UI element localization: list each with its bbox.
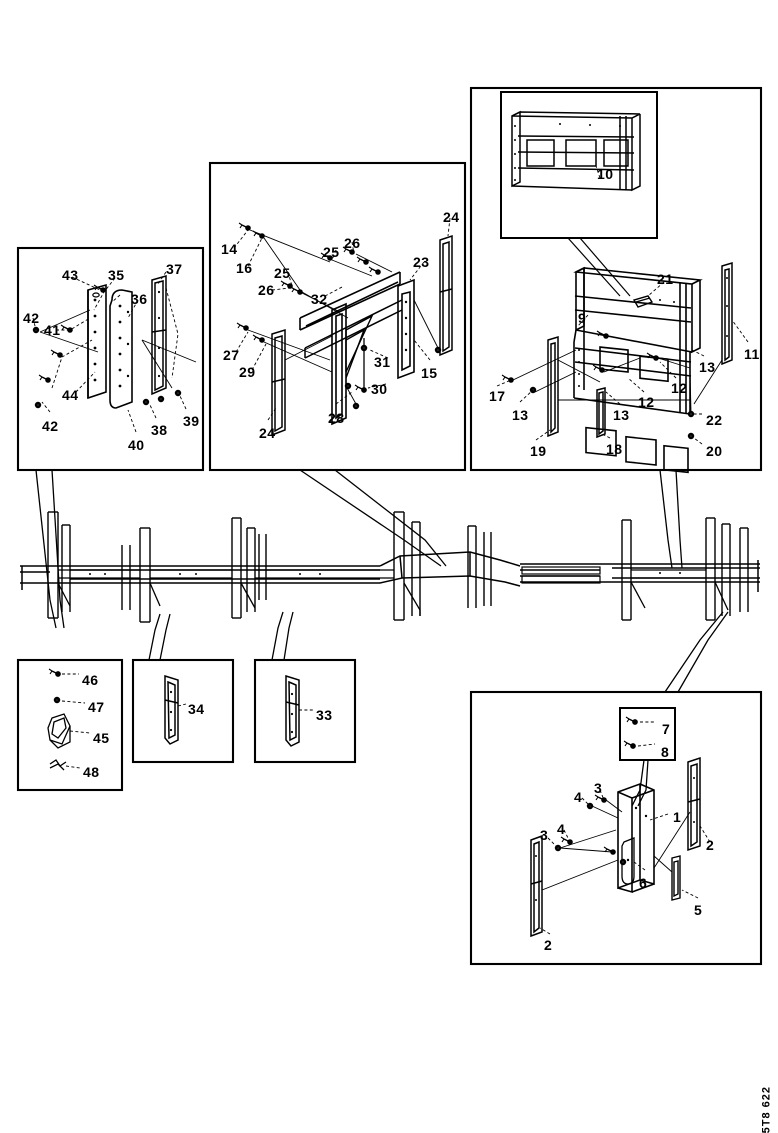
- callout-number-30: 30: [371, 381, 388, 397]
- callout-number-12: 12: [671, 380, 688, 396]
- callout-number-18: 18: [606, 441, 623, 457]
- diagram-artwork: [16, 86, 763, 966]
- callout-number-10: 10: [597, 166, 614, 182]
- callout-number-4: 4: [574, 789, 583, 805]
- callout-number-35: 35: [108, 267, 125, 283]
- callout-number-36: 36: [131, 291, 148, 307]
- callout-number-44: 44: [62, 387, 79, 403]
- callout-number-45: 45: [93, 730, 110, 746]
- callout-number-20: 20: [706, 443, 723, 459]
- callout-number-5: 5: [694, 902, 703, 918]
- callout-number-11: 11: [744, 346, 760, 362]
- callout-number-6: 6: [639, 875, 648, 891]
- callout-number-29: 29: [239, 364, 256, 380]
- callout-number-38: 38: [151, 422, 168, 438]
- callout-number-16: 16: [236, 260, 253, 276]
- callout-number-13: 13: [699, 359, 716, 375]
- callout-number-9: 9: [578, 310, 587, 326]
- callout-number-26: 26: [258, 282, 275, 298]
- callout-number-21: 21: [657, 271, 674, 287]
- callout-number-12: 12: [638, 394, 655, 410]
- callout-number-4: 4: [557, 821, 566, 837]
- callout-number-42: 42: [23, 310, 40, 326]
- callout-number-19: 19: [530, 443, 547, 459]
- callout-number-37: 37: [166, 261, 183, 277]
- callout-number-32: 32: [311, 291, 328, 307]
- callout-number-7: 7: [662, 721, 671, 737]
- callout-number-48: 48: [83, 764, 100, 780]
- callout-number-34: 34: [188, 701, 205, 717]
- callout-number-17: 17: [489, 388, 506, 404]
- callout-number-23: 23: [413, 254, 430, 270]
- callout-number-46: 46: [82, 672, 99, 688]
- callout-number-47: 47: [88, 699, 105, 715]
- callout-number-33: 33: [316, 707, 333, 723]
- callout-number-3: 3: [540, 827, 549, 843]
- callout-number-31: 31: [374, 354, 391, 370]
- callout-number-2: 2: [544, 937, 553, 953]
- callout-number-43: 43: [62, 267, 79, 283]
- callout-number-14: 14: [221, 241, 238, 257]
- callout-number-1: 1: [673, 809, 682, 825]
- callout-number-27: 27: [223, 347, 240, 363]
- callout-number-25: 25: [323, 244, 340, 260]
- callout-number-3: 3: [594, 780, 603, 796]
- callout-number-25: 25: [274, 265, 291, 281]
- callout-number-41: 41: [44, 322, 61, 338]
- callout-number-13: 13: [512, 407, 529, 423]
- callout-number-22: 22: [706, 412, 723, 428]
- callout-number-28: 28: [328, 410, 345, 426]
- callout-number-2: 2: [706, 837, 715, 853]
- callout-number-40: 40: [128, 437, 145, 453]
- callout-number-15: 15: [421, 365, 438, 381]
- callout-number-39: 39: [183, 413, 200, 429]
- callout-number-13: 13: [613, 407, 630, 423]
- callout-number-8: 8: [661, 744, 670, 760]
- callout-number-24: 24: [443, 209, 460, 225]
- callout-number-26: 26: [344, 235, 361, 251]
- callout-number-24: 24: [259, 425, 276, 441]
- sheet-code: 5T8 622: [760, 1086, 772, 1133]
- callout-number-42: 42: [42, 418, 59, 434]
